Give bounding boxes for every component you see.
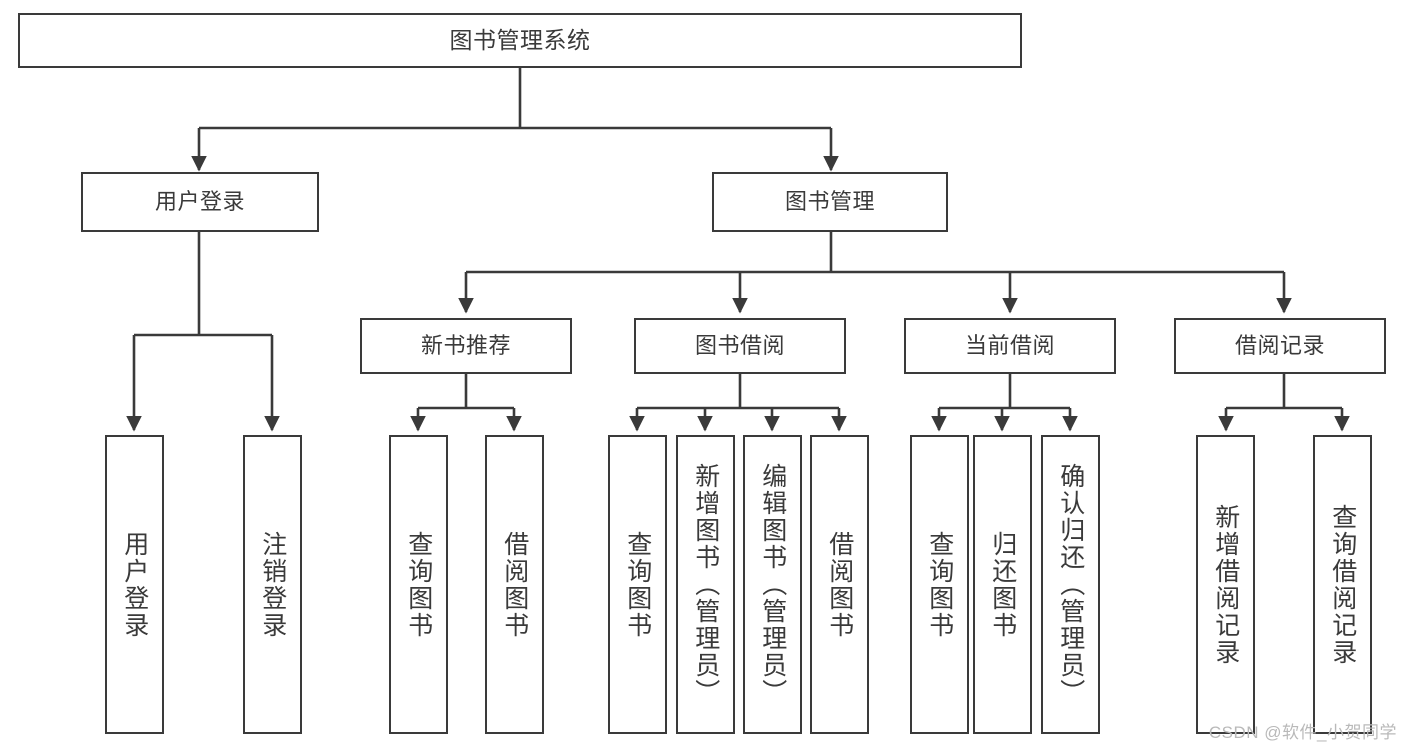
csdn-watermark: CSDN @软件_小贺同学 [1208, 723, 1397, 742]
leaf-query-book-borrow-label: 查询图书 [623, 530, 652, 639]
leaf-add-book-admin-label: 新增图书（管理员） [691, 463, 720, 706]
node-borrow-record-label: 借阅记录 [1234, 333, 1325, 359]
leaf-edit-book-admin[interactable]: 编辑图书（管理员） [743, 435, 802, 734]
node-book-borrow-label: 图书借阅 [694, 333, 785, 359]
leaf-add-borrow-record[interactable]: 新增借阅记录 [1196, 435, 1255, 734]
node-user-login[interactable]: 用户登录 [81, 172, 319, 232]
leaf-borrow-book-label: 借阅图书 [825, 530, 854, 639]
leaf-add-book-admin[interactable]: 新增图书（管理员） [676, 435, 735, 734]
node-current-borrow[interactable]: 当前借阅 [904, 318, 1116, 374]
leaf-query-borrow-record-label: 查询借阅记录 [1328, 503, 1357, 666]
node-book-borrow[interactable]: 图书借阅 [634, 318, 846, 374]
leaf-user-login[interactable]: 用户登录 [105, 435, 164, 734]
leaf-return-book[interactable]: 归还图书 [973, 435, 1032, 734]
node-book-management[interactable]: 图书管理 [712, 172, 948, 232]
leaf-logout-label: 注销登录 [258, 530, 287, 639]
leaf-add-borrow-record-label: 新增借阅记录 [1211, 503, 1240, 666]
leaf-query-borrow-record[interactable]: 查询借阅记录 [1313, 435, 1372, 734]
leaf-borrow-book[interactable]: 借阅图书 [810, 435, 869, 734]
leaf-borrow-book-recommend-label: 借阅图书 [500, 530, 529, 639]
node-current-borrow-label: 当前借阅 [964, 333, 1055, 359]
leaf-return-book-label: 归还图书 [988, 530, 1017, 639]
leaf-confirm-return-admin-label: 确认归还（管理员） [1056, 463, 1085, 706]
leaf-logout[interactable]: 注销登录 [243, 435, 302, 734]
leaf-query-book-recommend-label: 查询图书 [404, 530, 433, 639]
node-new-book-recommend[interactable]: 新书推荐 [360, 318, 572, 374]
leaf-borrow-book-recommend[interactable]: 借阅图书 [485, 435, 544, 734]
leaf-query-book-current-label: 查询图书 [925, 530, 954, 639]
leaf-edit-book-admin-label: 编辑图书（管理员） [758, 463, 787, 706]
node-borrow-record[interactable]: 借阅记录 [1174, 318, 1386, 374]
leaf-query-book-current[interactable]: 查询图书 [910, 435, 969, 734]
leaf-user-login-label: 用户登录 [120, 530, 149, 639]
leaf-query-book-recommend[interactable]: 查询图书 [389, 435, 448, 734]
node-book-management-label: 图书管理 [784, 189, 875, 215]
node-user-login-label: 用户登录 [154, 189, 245, 215]
leaf-confirm-return-admin[interactable]: 确认归还（管理员） [1041, 435, 1100, 734]
node-new-book-recommend-label: 新书推荐 [420, 333, 511, 359]
node-root-label: 图书管理系统 [449, 26, 591, 53]
node-root[interactable]: 图书管理系统 [18, 13, 1022, 68]
leaf-query-book-borrow[interactable]: 查询图书 [608, 435, 667, 734]
